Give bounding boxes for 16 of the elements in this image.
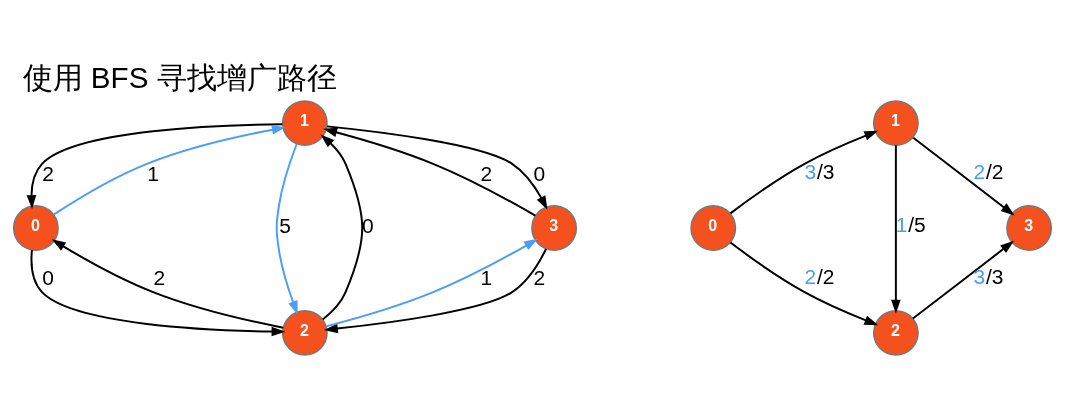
edge-label: 1: [147, 161, 159, 185]
edge-label: 0: [361, 214, 374, 238]
edge-label: 2: [153, 266, 166, 290]
edge-label: 5: [279, 214, 291, 238]
edge-label: 2/2: [804, 265, 835, 289]
diagram-title: 使用 BFS 寻找增广路径: [22, 60, 337, 94]
edge-label: 2: [533, 266, 546, 290]
edge-label: 3/3: [804, 160, 835, 184]
edge-label: 2: [42, 161, 55, 185]
edge-label: 0: [533, 161, 546, 185]
edge-label: 2/2: [973, 160, 1004, 184]
edge-label: 1: [480, 266, 493, 290]
edge-label: 3/3: [973, 265, 1004, 289]
edge-label: 1/5: [895, 212, 926, 236]
edge-label: 2: [480, 161, 493, 185]
edge-label: 0: [42, 266, 55, 290]
